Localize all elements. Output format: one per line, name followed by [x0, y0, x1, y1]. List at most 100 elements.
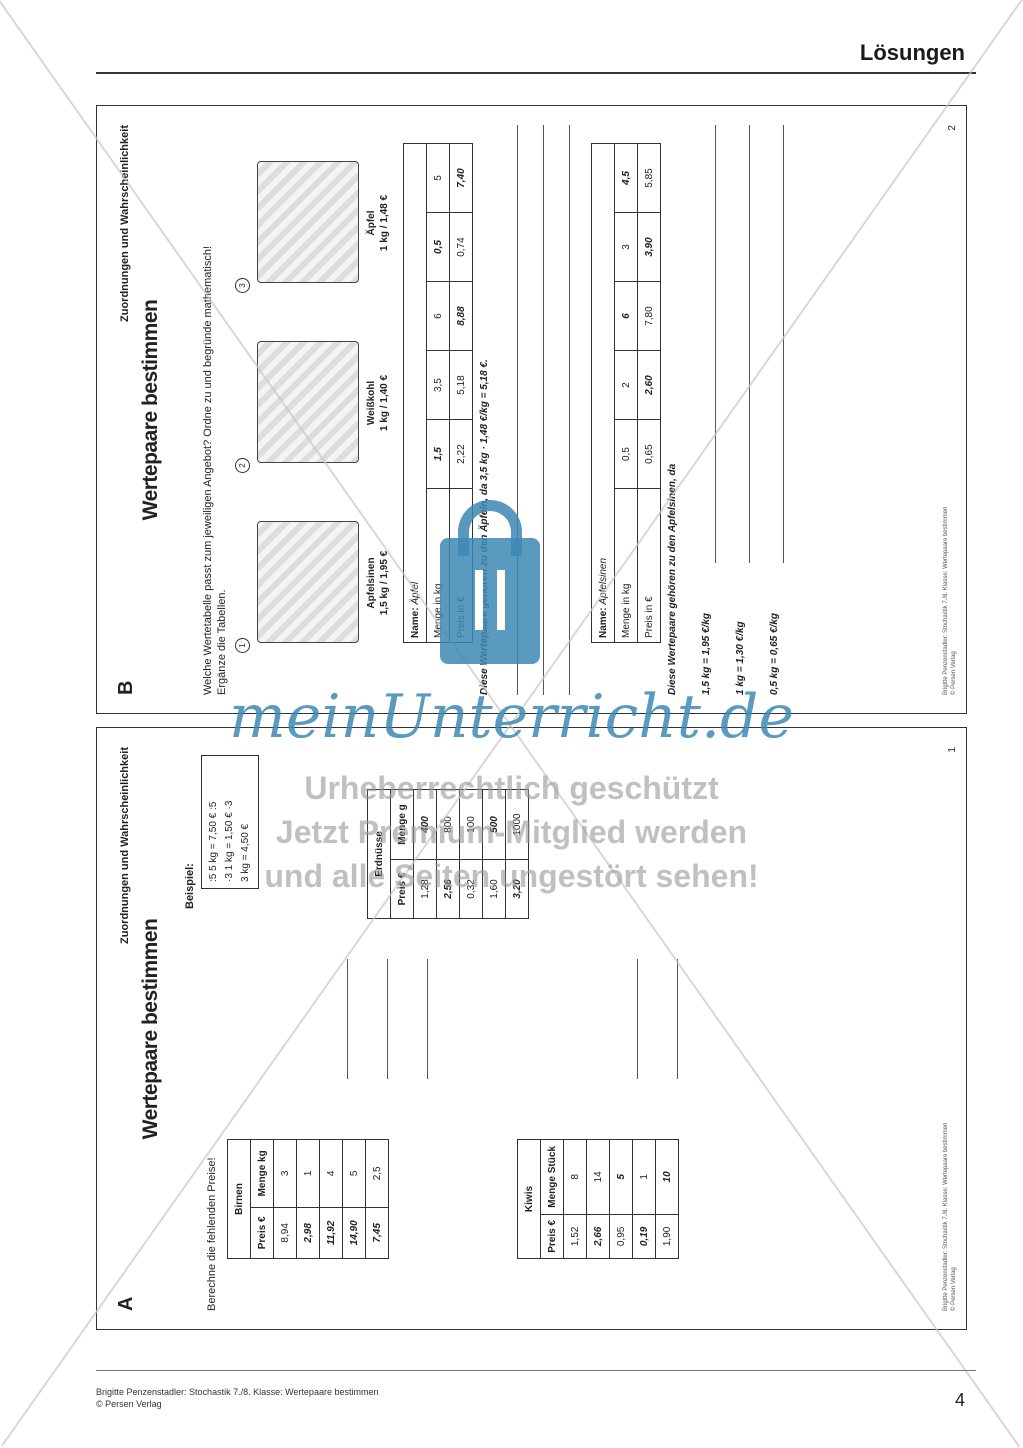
table-cell: 5	[426, 143, 450, 213]
table-cell: 3	[614, 212, 638, 282]
sheet-a-credit: Brigitte Penzenstadler: Stochastik 7./8.…	[943, 1122, 949, 1311]
table-cell: 0,74	[449, 212, 473, 282]
table-cell: 3	[273, 1139, 297, 1208]
offer-2-name: Weißkohl	[366, 380, 377, 426]
table-cell: 4	[319, 1139, 343, 1208]
table-cell: 2	[614, 350, 638, 420]
table-cell: 2,60	[637, 350, 661, 420]
table-cell: 11,92	[319, 1207, 343, 1259]
page-number: 4	[954, 1390, 965, 1410]
answer-line	[427, 959, 428, 1079]
table-cell: 1	[632, 1139, 656, 1215]
sheet-a-footer: Brigitte Penzenstadler: Stochastik 7./8.…	[942, 1123, 958, 1311]
header-rule	[96, 72, 976, 74]
table-cell: 7,40	[449, 143, 473, 213]
row-label: Menge in kg	[614, 488, 638, 643]
watermark-lock-icon	[440, 538, 540, 664]
table-cell: 1,5	[426, 419, 450, 489]
watermark-lock-arrow	[475, 570, 505, 630]
table-cell: 5	[609, 1139, 633, 1215]
value-table-2: Name: Apfelsinen Menge in kg 0,5 2 6 3 4…	[591, 143, 661, 643]
table-cell: 0,19	[632, 1214, 656, 1259]
table-cell: 1,52	[563, 1214, 587, 1259]
table-cell: 6	[426, 281, 450, 351]
sheet-a-instruction: Berechne die fehlenden Preise!	[206, 1157, 218, 1312]
table-cell: 4,5	[614, 143, 638, 213]
answer-line	[543, 125, 544, 695]
offer-3-name: Äpfel	[366, 210, 377, 236]
table-cell: 2,5	[365, 1139, 389, 1208]
crate-apfelsinen-image	[257, 521, 359, 643]
answer-line	[783, 125, 784, 563]
answer-line	[715, 125, 716, 563]
sheet-b-publisher: © Persen Verlag	[951, 651, 957, 695]
kiwis-name: Kiwis	[517, 1139, 541, 1259]
table-cell: 5,18	[449, 350, 473, 420]
offer-3-number: 3	[235, 278, 250, 293]
instruction-line-1: Welche Wertetabelle passt zum jeweiligen…	[202, 245, 214, 695]
instruction-line-2: Ergänze die Tabellen.	[216, 589, 228, 695]
watermark-line-3: und alle Seiten ungestört sehen!	[264, 858, 759, 894]
sheet-a-letter: A	[115, 1296, 137, 1311]
table-cell: 5,85	[637, 143, 661, 213]
table-cell: 0,5	[426, 212, 450, 282]
table-cell: 6	[614, 281, 638, 351]
answer-line	[347, 959, 348, 1079]
footer-credit-line-2: © Persen Verlag	[96, 1399, 162, 1409]
sheet-b-footer: Brigitte Penzenstadler: Stochastik 7./8.…	[942, 507, 958, 695]
table-1-name-row: Name: Äpfel	[403, 143, 427, 643]
table-cell: 7,45	[365, 1207, 389, 1259]
sheet-b-topic: Zuordnungen und Wahrscheinlichkeit	[119, 125, 131, 322]
table-cell: 0,5	[614, 419, 638, 489]
table-cell: 14,90	[342, 1207, 366, 1259]
watermark-line-2: Jetzt Premium-Mitglied werden	[275, 814, 748, 850]
sheet-a-publisher: © Persen Verlag	[951, 1267, 957, 1311]
sheet-b-head: B Zuordnungen und Wahrscheinlichkeit	[115, 125, 137, 695]
table-cell: 14	[586, 1139, 610, 1215]
watermark-line-1: Urheberrechtlich geschützt	[304, 770, 719, 806]
crate-aepfel-image	[257, 161, 359, 283]
table-cell: 8	[563, 1139, 587, 1215]
answer-line	[387, 959, 388, 1079]
table-cell: 0,65	[637, 419, 661, 489]
offer-3-price: 1 kg / 1,48 €	[379, 194, 390, 252]
answer-line	[637, 959, 638, 1079]
col-header: Preis €	[250, 1207, 274, 1259]
offer-1-label: Apfelsinen 1,5 kg / 1,95 €	[365, 513, 391, 653]
table-cell: 1,90	[655, 1214, 679, 1259]
footer-credit: Brigitte Penzenstadler: Stochastik 7./8.…	[96, 1386, 378, 1410]
table-2-name-row: Name: Apfelsinen	[591, 143, 615, 643]
sheet-b-credit: Brigitte Penzenstadler: Stochastik 7./8.…	[943, 506, 949, 695]
birnen-name: Birnen	[227, 1139, 251, 1259]
offer-2-number: 2	[235, 458, 250, 473]
row-label: Preis in €	[637, 488, 661, 643]
watermark-lock-shackle	[458, 500, 522, 556]
answer-line	[569, 125, 570, 695]
col-header: Menge Stück	[540, 1139, 564, 1215]
table-cell: 5	[342, 1139, 366, 1208]
table-cell: 3,5	[426, 350, 450, 420]
watermark-logo: meinUnterricht.de	[229, 682, 794, 752]
offer-3-label: Äpfel 1 kg / 1,48 €	[365, 153, 391, 293]
offer-2-label: Weißkohl 1 kg / 1,40 €	[365, 333, 391, 473]
footer-rule	[96, 1370, 976, 1371]
table-cell: 1	[296, 1139, 320, 1208]
page-header-title: Lösungen	[859, 40, 965, 65]
offer-2-price: 1 kg / 1,40 €	[379, 374, 390, 432]
table-cell: 2,66	[586, 1214, 610, 1259]
table-cell: 3,90	[637, 212, 661, 282]
crate-weisskohl-image	[257, 341, 359, 463]
table-cell: 10	[655, 1139, 679, 1215]
footer-credit-line-1: Brigitte Penzenstadler: Stochastik 7./8.…	[96, 1387, 379, 1397]
table-cell: 7,80	[637, 281, 661, 351]
col-header: Preis €	[540, 1214, 564, 1259]
sheet-b-page: 2	[947, 125, 958, 131]
answer-line	[749, 125, 750, 563]
table-cell: 8,94	[273, 1207, 297, 1259]
table-cell: 0,95	[609, 1214, 633, 1259]
col-header: Menge kg	[250, 1139, 274, 1208]
table-cell: 2,98	[296, 1207, 320, 1259]
